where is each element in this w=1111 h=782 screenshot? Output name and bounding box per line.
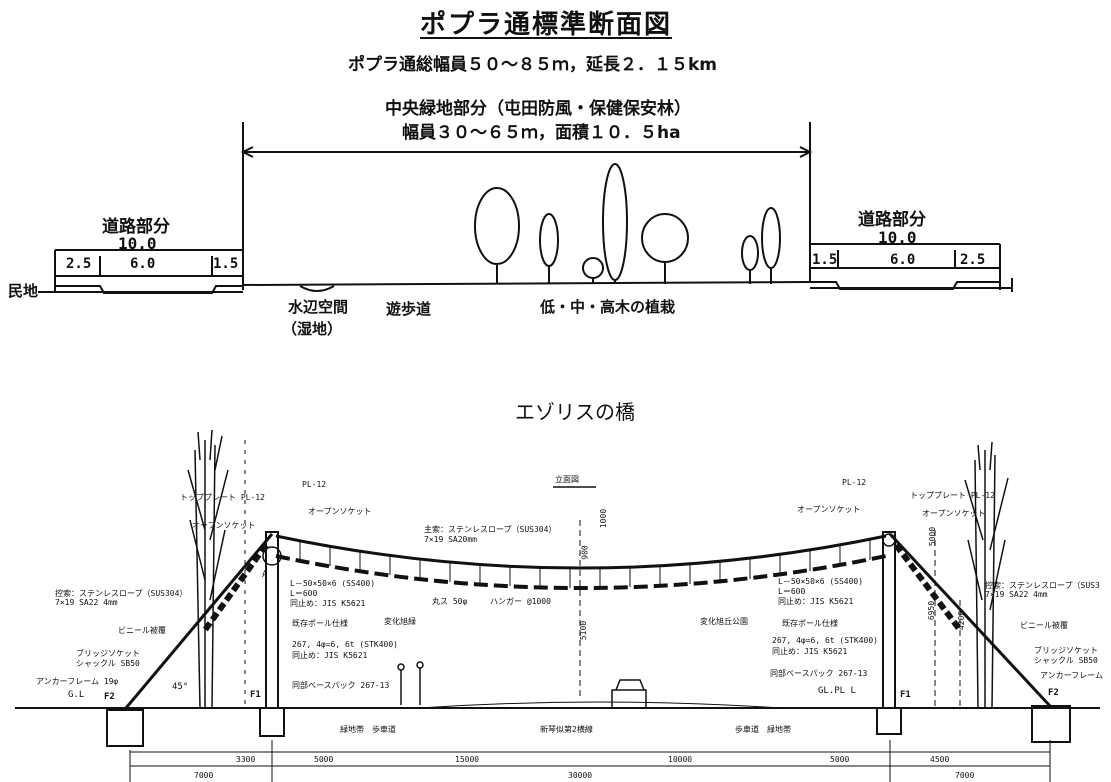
brace-right-1: 控索：ステンレスロープ（SUS3 [985,581,1100,590]
angle-45: 45° [172,682,189,692]
dim-row2-0: 7000 [194,771,214,780]
height-5000: 5000 [928,526,938,547]
main-rope-1: 主索：ステンレスロープ（SUS304） [424,525,557,534]
left-seg-1: 2.5 [66,256,92,272]
dim-row1-4: 5000 [830,755,850,764]
anchor-right: アンカーフレーム [1040,671,1103,680]
left-seg-2: 6.0 [130,256,156,272]
open-socket-3: オープンソケット [797,505,861,514]
people-figures [397,661,424,705]
bridge-socket-right-2: シャックル SB50 [1034,656,1098,665]
pipe-left-1: 267, 4φ=6, 6t (STK400) [292,640,398,649]
vinyl-left: ビニール被覆 [118,626,166,635]
left-road-label: 道路部分 [102,217,170,237]
angle-l-right-3: 同止め：JIS K5621 [778,597,854,606]
hanger-label: ハンガー @1000 [490,597,551,606]
angle-l-right-1: L－50×50×6 (SS400) [778,577,864,586]
f1-right: F1 [900,690,911,700]
right-seg-1: 1.5 [812,252,838,268]
dim-1000: 1000 [599,508,609,529]
height-6950: 6950 [927,600,937,621]
center-left-label: 変化旭緑 [384,617,416,626]
f2-left: F2 [104,692,115,702]
pillar-label-left: 既存ポール仕様 [292,619,348,628]
base-right: 同部ベースパック 267-13 [770,669,868,678]
left-seg-3: 1.5 [213,256,239,272]
summary-text: ポプラ通総幅員５０～８５ｍ，延長２．１５km [348,55,718,75]
open-socket-1: オープンソケット [308,507,372,516]
height-4200: 4200 [957,610,967,631]
height-5100: 5100 [579,620,589,641]
center-right-label: 変化旭丘公園 [700,617,748,626]
brace-right-2: 7×19 SA22 4mm [985,590,1048,599]
dim-row1-1: 5000 [314,755,334,764]
main-rope-2: 7×19 SA20mm [424,535,477,544]
pl12-right: PL-12 [842,478,867,487]
left-road-width: 10.0 [118,234,157,253]
right-seg-2: 6.0 [890,252,916,268]
anchor-left: アンカーフレーム 19φ [36,677,119,686]
promenade-label: 遊歩道 [386,300,432,318]
angle-l-left-1: L－50×50×6 (SS400) [290,579,376,588]
road-center: 新琴似第2横線 [540,725,593,734]
vinyl-right: ビニール被覆 [1020,621,1068,630]
bridge-socket-left-2: シャックル SB50 [76,659,140,668]
right-seg-3: 2.5 [960,252,986,268]
angle-l-right-2: L＝600 [778,587,806,596]
dim-row1-0: 3300 [236,755,256,764]
f1-left: F1 [250,690,261,700]
net-label: 丸ス 50φ [432,597,468,606]
brace-left-1: 控索：ステンレスロープ（SUS304） [55,589,188,598]
brace-left-2: 7×19 SA22 4mm [55,598,118,607]
elevation-label: 立面図 [555,475,579,484]
a-mark: A [262,570,268,580]
top-title: ポプラ通標準断面図 [420,10,673,40]
road-right: 歩車道 緑地帯 [735,725,791,734]
open-socket-4: オープンソケット [922,509,986,518]
gl-right: GL.PL L [818,686,856,696]
top-plate-right: トッププレート PL-12 [910,491,995,500]
pipe-right-2: 同止め：JIS K5621 [772,647,848,656]
right-road-label: 道路部分 [858,210,926,230]
dim-row1-2: 15000 [455,755,480,764]
trees-group [474,163,781,284]
central-label-1: 中央緑地部分（屯田防風・保健保安林） [385,99,691,119]
car-figure [611,679,647,709]
angle-l-left-2: L＝600 [290,589,318,598]
pipe-right-1: 267, 4φ=6, 6t (STK400) [772,636,878,645]
bridge-socket-left-1: ブリッジソケット [76,649,140,658]
pipe-left-2: 同止め：JIS K5621 [292,651,368,660]
pillar-label-right: 既存ポール仕様 [782,619,838,628]
dim-900: 900 [580,545,590,560]
bridge-title: エゾリスの橋 [515,400,635,424]
dim-row2-2: 7000 [955,771,975,780]
central-label-2: 幅員３０～６５ｍ，面積１０．５ha [402,123,681,143]
planting-label: 低・中・高木の植栽 [540,298,676,316]
waterside-label: 水辺空間 [288,298,349,316]
gl-left: G.L [68,690,85,700]
top-plate-left: トッププレート PL-12 [180,493,265,502]
f2-right: F2 [1048,688,1059,698]
dim-row1-5: 4500 [930,755,950,764]
wetland-label: （湿地） [282,320,343,338]
bridge-socket-right-1: ブリッジソケット [1034,646,1098,655]
road-left: 緑地帯 歩車道 [340,725,396,734]
dim-row2-1: 30000 [568,771,593,780]
right-road-width: 10.0 [878,228,917,247]
minchi-label: 民地 [8,282,39,300]
pl12-left: PL-12 [302,480,327,489]
open-socket-2: オープンソケット [192,521,256,530]
angle-l-left-3: 同止め：JIS K5621 [290,599,366,608]
dim-row1-3: 10000 [668,755,693,764]
base-left: 同部ベースパック 267-13 [292,681,390,690]
